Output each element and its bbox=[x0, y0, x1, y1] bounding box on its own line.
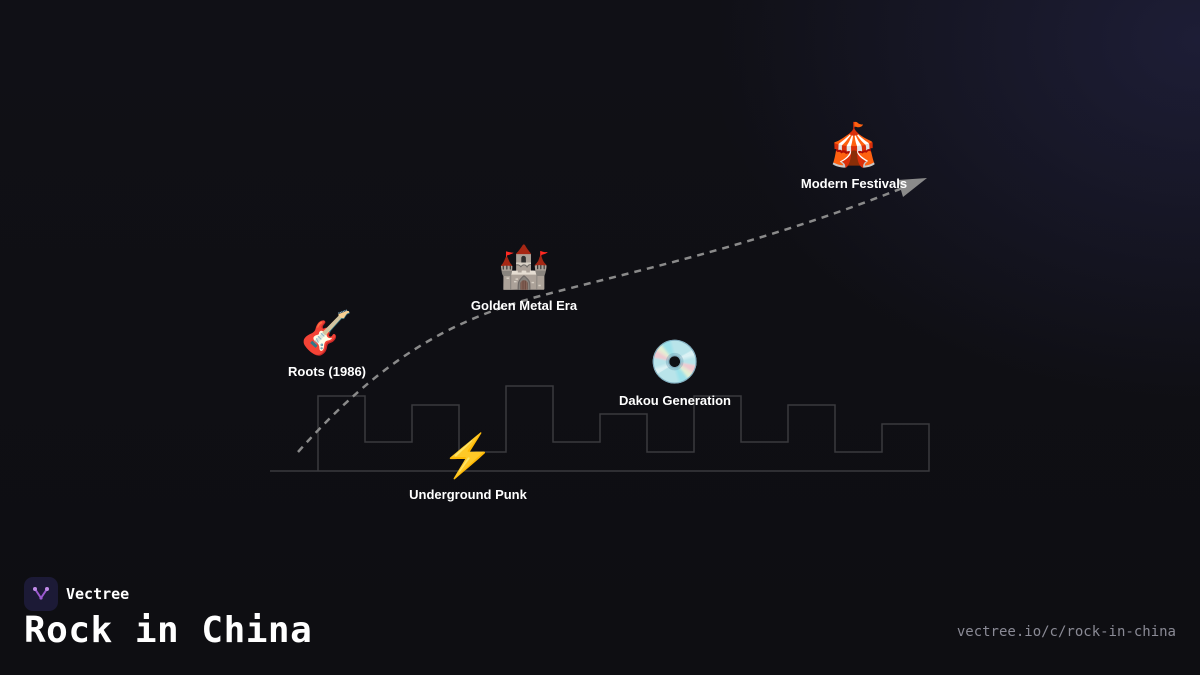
node-golden-metal-era[interactable]: 🏰 Golden Metal Era bbox=[471, 242, 577, 313]
brand[interactable]: Vectree bbox=[24, 577, 129, 611]
page-title: Rock in China bbox=[24, 610, 313, 651]
node-modern-festivals[interactable]: 🎪 Modern Festivals bbox=[801, 120, 907, 191]
node-dakou-generation[interactable]: 💿 Dakou Generation bbox=[619, 337, 731, 408]
lightning-icon: ⚡ bbox=[441, 432, 495, 479]
node-label: Underground Punk bbox=[409, 487, 527, 502]
node-label: Roots (1986) bbox=[287, 364, 367, 379]
path-arrowhead-icon bbox=[898, 178, 927, 197]
node-label: Dakou Generation bbox=[619, 393, 731, 408]
growth-path-line bbox=[297, 185, 906, 453]
page-url[interactable]: vectree.io/c/rock-in-china bbox=[956, 624, 1176, 640]
castle-icon: 🏰 bbox=[497, 243, 551, 290]
circus-tent-icon: 🎪 bbox=[827, 121, 881, 168]
brand-name: Vectree bbox=[66, 585, 130, 603]
node-label: Modern Festivals bbox=[800, 176, 908, 191]
guitar-icon: 🎸 bbox=[300, 309, 354, 356]
node-label: Golden Metal Era bbox=[470, 298, 578, 313]
city-skyline bbox=[270, 385, 930, 472]
disc-icon: 💿 bbox=[648, 338, 702, 385]
node-roots[interactable]: 🎸 Roots (1986) bbox=[288, 308, 366, 379]
node-underground-punk[interactable]: ⚡ Underground Punk bbox=[409, 431, 527, 502]
vectree-logo-icon bbox=[24, 577, 58, 611]
